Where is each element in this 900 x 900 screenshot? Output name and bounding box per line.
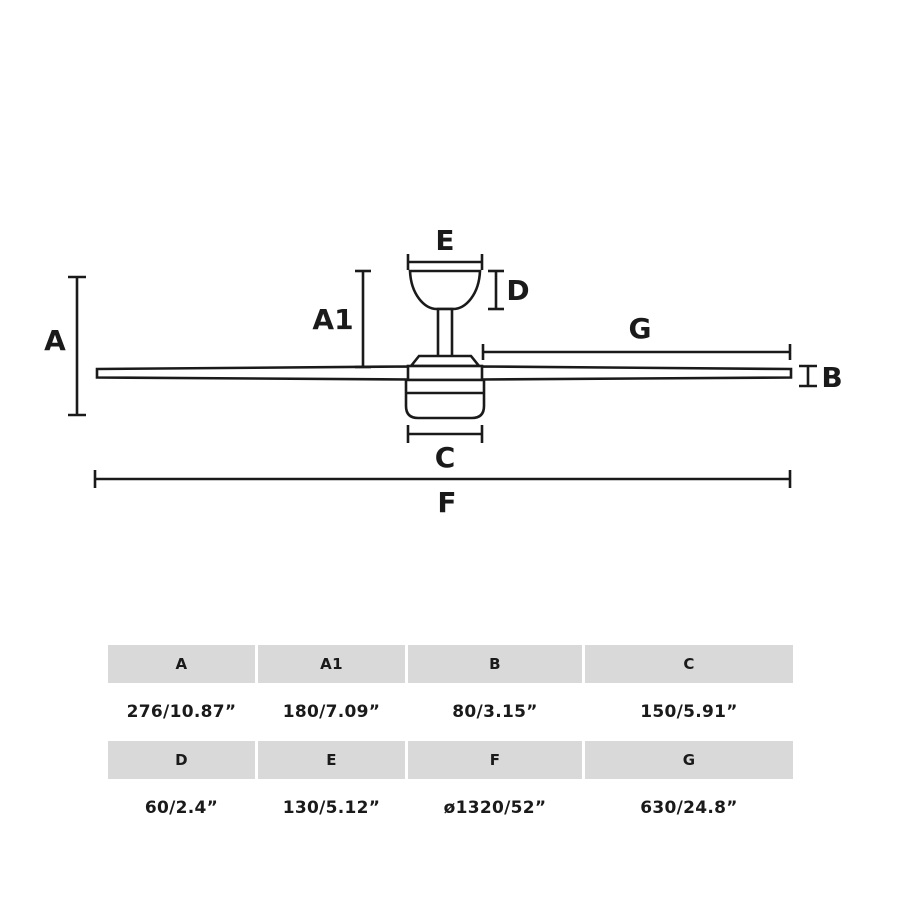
fan-blade-right: [478, 365, 793, 381]
table-value-cell: ø1320/52”: [408, 779, 582, 837]
downrod: [436, 307, 454, 361]
dimension-G: G: [481, 312, 792, 360]
table-value-cell: 80/3.15”: [408, 683, 582, 741]
canopy: [408, 269, 482, 311]
table-header-cell: C: [585, 645, 793, 683]
dimension-D: D: [488, 269, 530, 311]
fan-diagram-svg: E D A1 A: [44, 224, 843, 519]
dimensions-table: A A1 B C 276/10.87” 180/7.09” 80/3.15” 1…: [108, 645, 793, 837]
table-value-cell: 150/5.91”: [585, 683, 793, 741]
table-header-cell: G: [585, 741, 793, 779]
table-header-cell: B: [408, 645, 582, 683]
table-header-cell: A: [108, 645, 255, 683]
table-header-cell: D: [108, 741, 255, 779]
table-value-cell: 630/24.8”: [585, 779, 793, 837]
table-header-cell: E: [258, 741, 405, 779]
dimension-B: B: [799, 361, 843, 394]
fan-blade-left: [95, 365, 412, 381]
table-value-cell: 276/10.87”: [108, 683, 255, 741]
dimension-D-label: D: [506, 274, 529, 307]
dimension-G-label: G: [629, 312, 652, 345]
dimension-C: C: [406, 425, 484, 474]
dimension-A1-label: A1: [312, 303, 353, 336]
dimension-A: A: [44, 275, 86, 417]
dimension-E-label: E: [435, 224, 454, 257]
table-value-cell: 130/5.12”: [258, 779, 405, 837]
dimension-B-label: B: [821, 361, 842, 394]
dimension-A1: A1: [312, 269, 371, 369]
table-value-cell: 60/2.4”: [108, 779, 255, 837]
table-header-cell: A1: [258, 645, 405, 683]
dimension-F: F: [93, 470, 792, 519]
dimension-A-label: A: [44, 324, 66, 357]
table-header-cell: F: [408, 741, 582, 779]
fan-dimension-diagram: E D A1 A: [44, 224, 843, 519]
dimension-E: E: [406, 224, 484, 270]
light-kit: [404, 378, 486, 420]
table-value-cell: 180/7.09”: [258, 683, 405, 741]
motor-hub: [408, 354, 482, 368]
dimension-F-label: F: [437, 486, 456, 519]
dimension-C-label: C: [435, 441, 456, 474]
motor-housing: [406, 364, 484, 382]
